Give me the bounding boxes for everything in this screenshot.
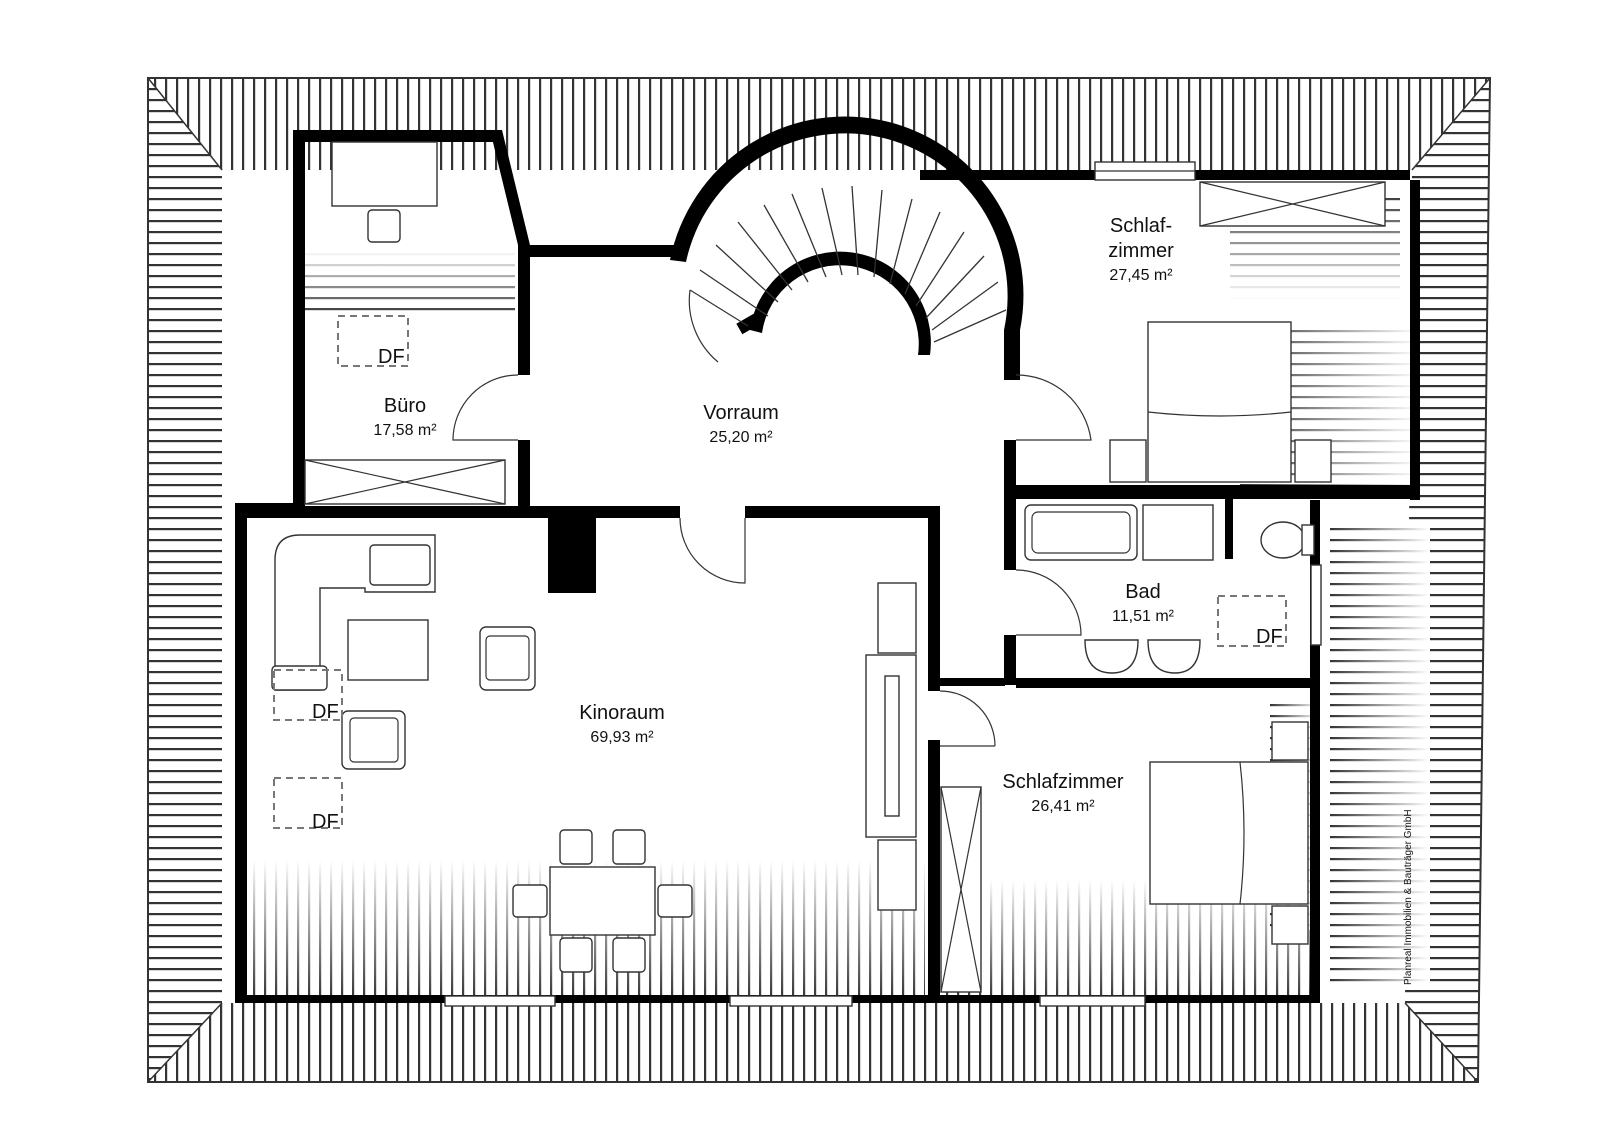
room-name-buero: Büro [384, 395, 426, 417]
furniture [271, 141, 1386, 993]
credit-text: Planreal Immobilien & Bauträger GmbH [1403, 809, 1414, 985]
room-area-vorraum: 25,20 m² [709, 429, 773, 446]
room-name-schlafzimmer1-line1: Schlaf- [1110, 215, 1172, 237]
room-area-kinoraum: 69,93 m² [590, 729, 654, 746]
room-area-buero: 17,58 m² [373, 422, 437, 439]
room-name-schlafzimmer2: Schlafzimmer [1002, 771, 1123, 793]
skylights [273, 315, 1287, 829]
room-area-schlafzimmer1: 27,45 m² [1109, 267, 1173, 284]
room-labels: Büro 17,58 m² Vorraum 25,20 m² Schlaf- z… [312, 215, 1283, 833]
walls [235, 130, 1420, 1003]
skylight-label-kino-2: DF [312, 811, 339, 833]
room-name-vorraum: Vorraum [703, 402, 779, 424]
skylight-label-kino-1: DF [312, 701, 339, 723]
room-name-bad: Bad [1125, 581, 1161, 603]
room-area-schlafzimmer2: 26,41 m² [1031, 798, 1095, 815]
room-area-bad: 11,51 m² [1112, 608, 1175, 625]
skylight-label-buero: DF [378, 346, 405, 368]
skylight-label-bad: DF [1256, 626, 1283, 648]
doors [452, 374, 1092, 747]
staircase [670, 116, 1024, 380]
windows [444, 161, 1322, 1007]
room-name-schlafzimmer1-line2: zimmer [1108, 240, 1174, 262]
room-name-kinoraum: Kinoraum [579, 702, 665, 724]
